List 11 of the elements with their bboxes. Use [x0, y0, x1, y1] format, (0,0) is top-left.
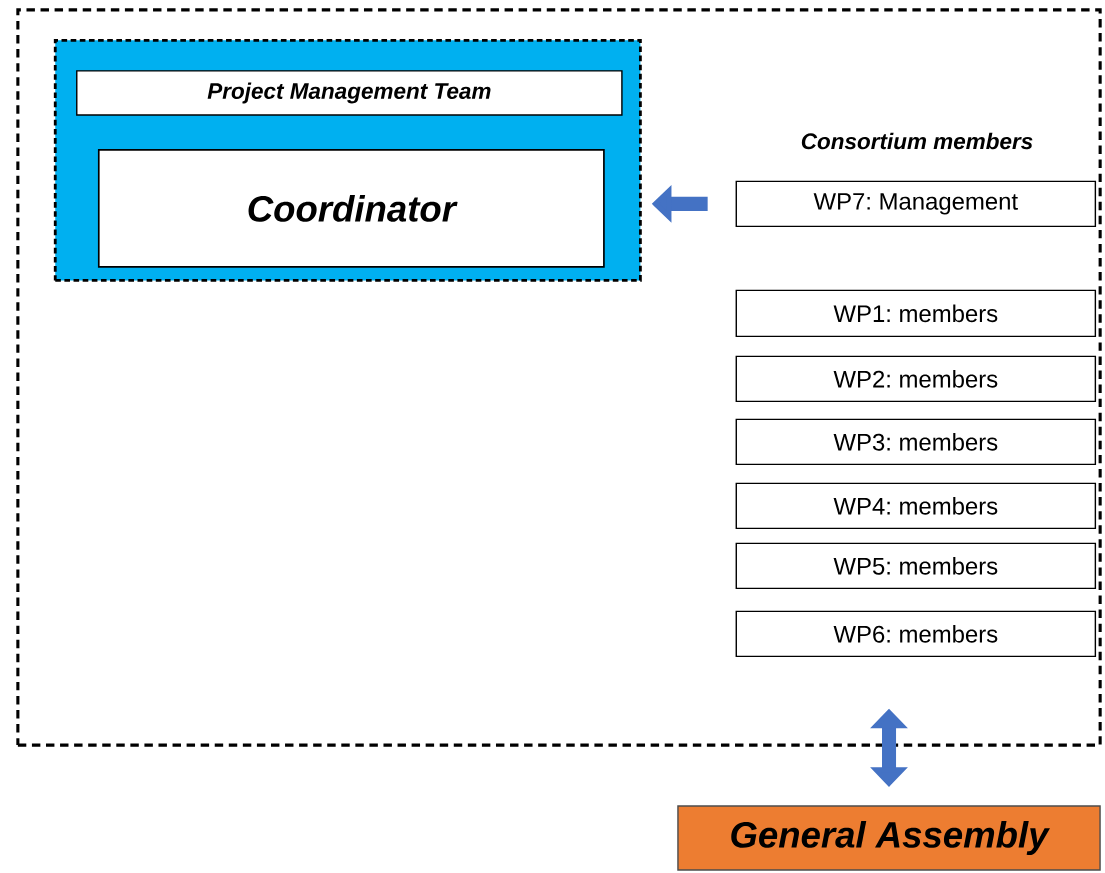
- work-package-box: WP3: members: [735, 418, 1097, 466]
- work-package-box: WP6: members: [735, 610, 1097, 658]
- work-package-box: WP7: Management: [735, 180, 1097, 228]
- coordinator-box: Coordinator: [97, 149, 605, 268]
- work-package-box: WP5: members: [735, 542, 1097, 590]
- assembly-box: General Assembly: [677, 805, 1101, 871]
- dashed-frame: [16, 8, 1102, 747]
- column-heading: Consortium members: [801, 132, 1033, 150]
- work-package-box: WP4: members: [735, 482, 1097, 530]
- work-package-box: WP1: members: [735, 289, 1097, 338]
- work-package-box: WP2: members: [735, 355, 1097, 403]
